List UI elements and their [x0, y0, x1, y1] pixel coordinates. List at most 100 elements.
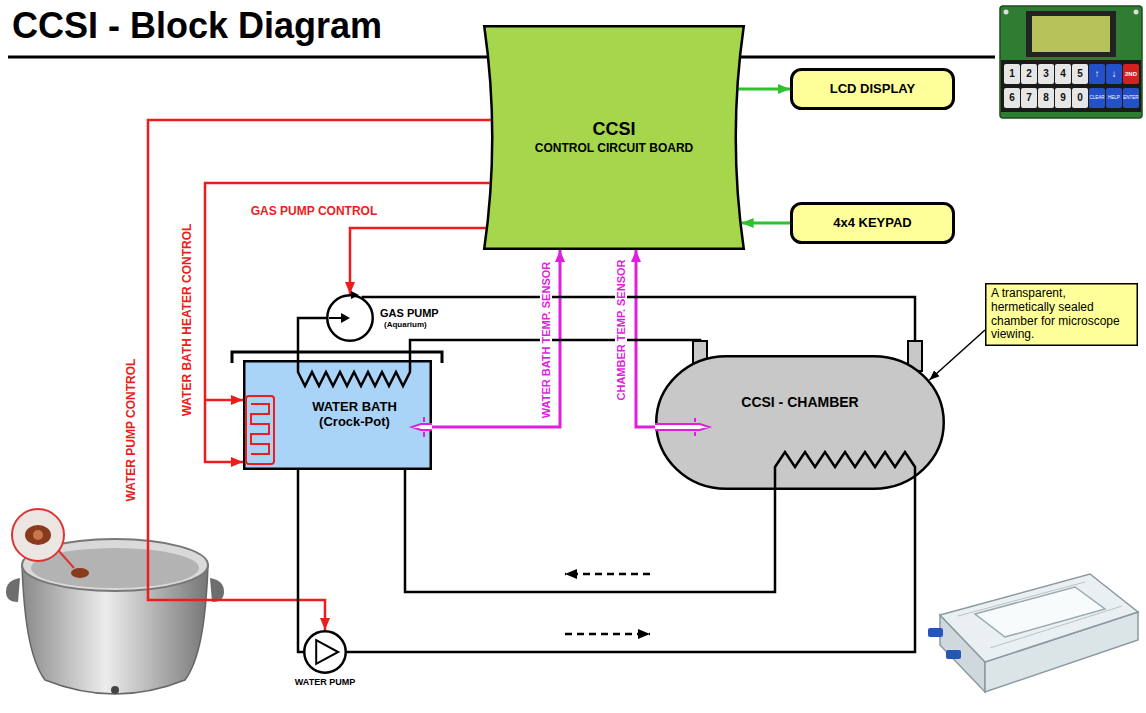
- key-label-holder: HELP: [1108, 96, 1120, 101]
- node-title: WATER BATH (Crock-Pot): [305, 400, 405, 430]
- key: [1106, 88, 1122, 108]
- key-label-holder: CLEAR: [1089, 96, 1104, 101]
- key-label: 8: [1043, 93, 1049, 103]
- pcb: [1000, 6, 1142, 118]
- sensor-signal-label: CHAMBER TEMP. SENSOR: [615, 258, 627, 403]
- key-label-holder: ↓: [1112, 69, 1117, 79]
- chamber-photo-top: [940, 574, 1138, 662]
- connector-label-holder: WATER BATH TEMP. SENSOR: [540, 260, 552, 420]
- connector-black: [298, 318, 326, 360]
- key-label-holder: 1: [1009, 69, 1015, 79]
- key: [1123, 64, 1139, 84]
- lcd-screen: [1032, 16, 1110, 52]
- pcb-hole: [1134, 10, 1139, 15]
- connector-label-holder: WATER BATH HEATER CONTROL: [181, 222, 194, 419]
- diagram-title: CCSI - Block Diagram: [12, 6, 382, 46]
- title-holder: CCSI - Block Diagram: [12, 6, 382, 46]
- key-label-holder: 2: [1026, 69, 1032, 79]
- connector-label-holder: GAS PUMP CONTROL: [249, 205, 379, 218]
- water-bath-box: WATER BATH (Crock-Pot): [243, 360, 432, 470]
- key-label: 7: [1026, 93, 1032, 103]
- key-label-holder: 3: [1043, 69, 1049, 79]
- chamber-box: CCSI - CHAMBER: [655, 355, 945, 490]
- connector-black: [929, 330, 985, 380]
- pcb-hole: [1004, 10, 1009, 15]
- connector-red: [350, 228, 486, 294]
- water-coil: [775, 452, 915, 490]
- node-subtitle: CONTROL CIRCUIT BOARD: [535, 142, 693, 156]
- key-label: HELP: [1108, 96, 1120, 101]
- pump-outline: [304, 631, 346, 673]
- key: [1004, 88, 1020, 108]
- key-label-holder: 9: [1060, 93, 1066, 103]
- key: [1089, 64, 1105, 84]
- connector-green: [738, 88, 790, 91]
- probe-tick: [423, 417, 425, 422]
- key-label-holder: 5: [1077, 69, 1083, 79]
- lcd-bezel: [1026, 11, 1116, 57]
- heater-coil: [251, 404, 269, 454]
- sensor-signal-label: WATER BATH TEMP. SENSOR: [540, 260, 552, 420]
- node-label: GAS PUMP: [380, 307, 439, 319]
- node-sublabel: (Aquarium): [384, 321, 427, 330]
- keypad-base: [1001, 60, 1141, 112]
- heater-element: [246, 396, 274, 464]
- connector-green: [742, 222, 790, 225]
- chamber-photo: [928, 574, 1138, 692]
- display-box: LCD DISPLAY: [790, 68, 955, 110]
- box-outline: [792, 204, 954, 243]
- key: [1123, 88, 1139, 108]
- key-label: 0: [1077, 93, 1083, 103]
- chamber-outline: [656, 356, 944, 489]
- text-holder: GAS PUMP: [380, 307, 439, 319]
- pump-outline: [327, 295, 373, 341]
- key-label: 5: [1077, 69, 1083, 79]
- node-title: LCD DISPLAY: [830, 82, 915, 97]
- gas-pump-symbol-outline: [326, 294, 374, 342]
- node-label: WATER PUMP: [295, 678, 355, 688]
- text-holder: WATER PUMP: [295, 678, 355, 688]
- key-label: 6: [1009, 93, 1015, 103]
- connector-label-holder: CHAMBER TEMP. SENSOR: [615, 258, 627, 403]
- control-signal-label: WATER BATH HEATER CONTROL: [181, 222, 194, 419]
- key-label-holder: 2ND: [1125, 71, 1137, 77]
- water-pump-symbol-outline: [303, 630, 347, 674]
- node-title: A transparent, hermetically sealed chamb…: [991, 287, 1132, 342]
- control-board: CCSICONTROL CIRCUIT BOARD: [483, 25, 745, 250]
- flow-arrowhead: [341, 313, 350, 323]
- connector-black: [298, 470, 303, 652]
- magnifier-leader: [58, 550, 74, 568]
- key: [1038, 64, 1054, 84]
- key-label: ↑: [1095, 69, 1100, 79]
- probe-tick: [694, 432, 696, 436]
- key: [1106, 64, 1122, 84]
- temperature-probe: [412, 424, 432, 430]
- key-label-holder: ↑: [1095, 69, 1100, 79]
- connector-red: [148, 120, 491, 630]
- chamber-photo-groove: [990, 606, 1122, 648]
- rotation-mark: [351, 291, 359, 299]
- key-label: 9: [1060, 93, 1066, 103]
- flow-direction-arrow: [565, 573, 650, 576]
- pump-triangle: [316, 640, 338, 664]
- key-label: 2: [1026, 69, 1032, 79]
- node-title: CCSI - CHAMBER: [741, 394, 858, 410]
- text-holder: (Aquarium): [384, 321, 427, 330]
- key: [1055, 88, 1071, 108]
- temperature-probe: [655, 424, 709, 430]
- key: [1004, 64, 1020, 84]
- pot-sensor-object: [71, 568, 89, 578]
- key: [1072, 88, 1088, 108]
- pot-handle: [6, 578, 20, 602]
- box-outline: [792, 70, 954, 109]
- key-label-holder: 4: [1060, 69, 1066, 79]
- key-label: ENTER: [1123, 96, 1138, 101]
- chamber-photo-fitting: [946, 650, 961, 659]
- key-label-holder: 7: [1026, 93, 1032, 103]
- gas-pump-symbol: GAS PUMP(Aquarium): [326, 294, 374, 342]
- pot-knob: [111, 686, 119, 694]
- key-label-holder: 6: [1009, 93, 1015, 103]
- key-label: 1: [1009, 69, 1015, 79]
- key: [1072, 64, 1088, 84]
- key: [1055, 64, 1071, 84]
